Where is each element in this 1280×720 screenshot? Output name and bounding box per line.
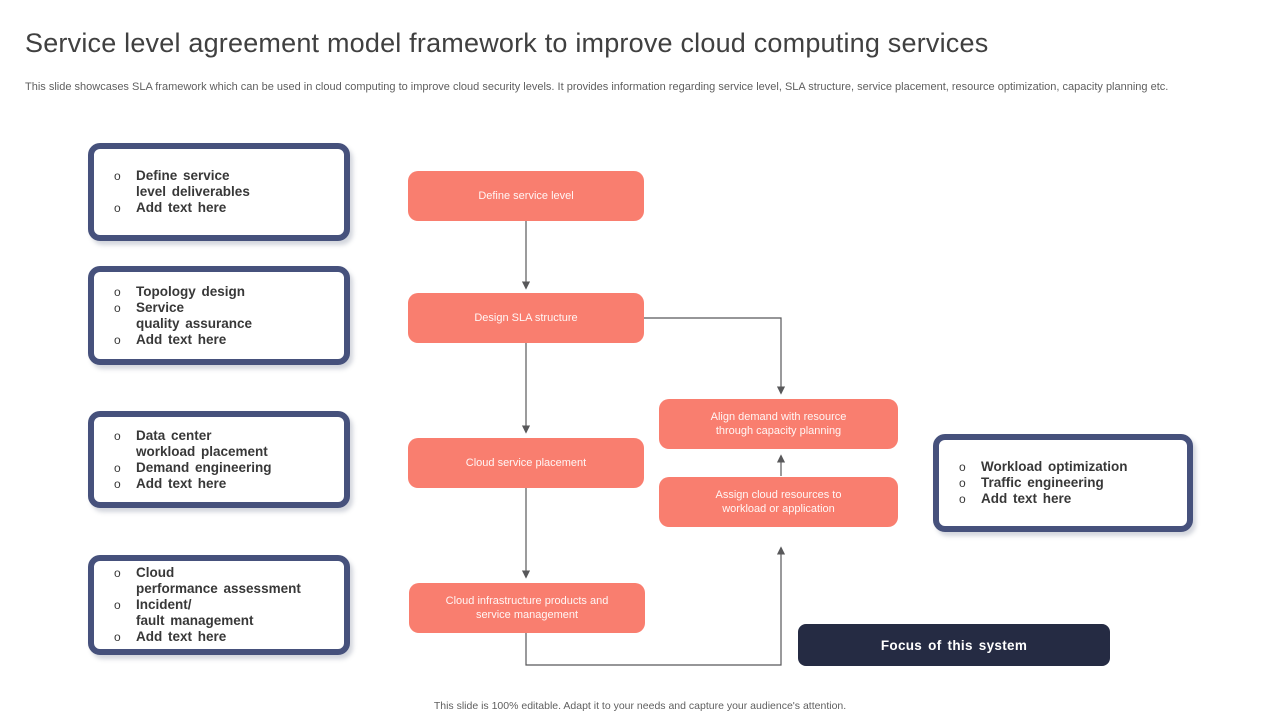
bullet-icon: o — [959, 492, 966, 506]
list-item: o Add text here — [114, 629, 301, 645]
list-item: o Add text here — [114, 332, 252, 348]
bullet-icon: o — [114, 428, 121, 443]
list-item-label: Data center workload placement — [136, 427, 268, 459]
list-item-label: Add text here — [136, 475, 227, 491]
list-item-label: Service quality assurance — [136, 299, 253, 331]
flow-node-cloud-infrastructure: Cloud infrastructure products and servic… — [409, 583, 645, 633]
list-item-label: Traffic engineering — [981, 475, 1104, 490]
list-item: o Data center workload placement — [114, 428, 272, 460]
list-item-label: Add text here — [136, 200, 227, 215]
bullet-icon: o — [114, 476, 121, 491]
list-item-label: Cloud performance assessment — [136, 565, 301, 596]
slide-description: This slide showcases SLA framework which… — [25, 81, 1169, 93]
list-item: o Topology design — [114, 284, 252, 300]
bullet-icon: o — [114, 460, 121, 475]
bullet-icon: o — [114, 284, 121, 299]
focus-banner: Focus of this system — [798, 624, 1110, 666]
connector-design-to-align — [644, 317, 786, 395]
list-item-label: Add text here — [136, 629, 227, 644]
flow-node-define-service-level: Define service level — [408, 171, 644, 221]
list-item-label: Topology design — [136, 283, 245, 299]
list-item: o Incident/ fault management — [114, 597, 301, 629]
list-item: o Add text here — [959, 491, 1128, 507]
bullet-icon: o — [114, 169, 121, 183]
list-item: o Define service level deliverables — [114, 168, 250, 200]
list-item-label: Add text here — [136, 331, 227, 347]
bullet-icon: o — [114, 598, 121, 612]
list-item-label: Add text here — [981, 491, 1072, 506]
flow-node-assign-resources: Assign cloud resources to workload or ap… — [659, 477, 898, 527]
bullet-icon: o — [959, 476, 966, 490]
bullet-icon: o — [959, 460, 966, 474]
list-item: o Demand engineering — [114, 460, 272, 476]
list-item: o Cloud performance assessment — [114, 565, 301, 597]
bullet-icon: o — [114, 300, 121, 315]
list-item-label: Incident/ fault management — [136, 597, 254, 628]
list-item-label: Define service level deliverables — [136, 168, 250, 199]
bullet-icon: o — [114, 332, 121, 347]
list-item-label: Demand engineering — [136, 459, 272, 475]
bullet-icon: o — [114, 566, 121, 580]
bullet-icon: o — [114, 201, 121, 215]
list-item-label: Workload optimization — [981, 459, 1128, 474]
bullet-icon: o — [114, 630, 121, 644]
list-item: o Workload optimization — [959, 459, 1128, 475]
page-title: Service level agreement model framework … — [25, 28, 989, 58]
flow-node-design-sla-structure: Design SLA structure — [408, 293, 644, 343]
list-item: o Service quality assurance — [114, 300, 252, 332]
list-item: o Traffic engineering — [959, 475, 1128, 491]
list-item: o Add text here — [114, 200, 250, 216]
slide-footer-note: This slide is 100% editable. Adapt it to… — [433, 700, 847, 712]
flow-node-align-demand: Align demand with resource through capac… — [659, 399, 898, 449]
flow-node-cloud-service-placement: Cloud service placement — [408, 438, 644, 488]
list-item: o Add text here — [114, 476, 272, 492]
